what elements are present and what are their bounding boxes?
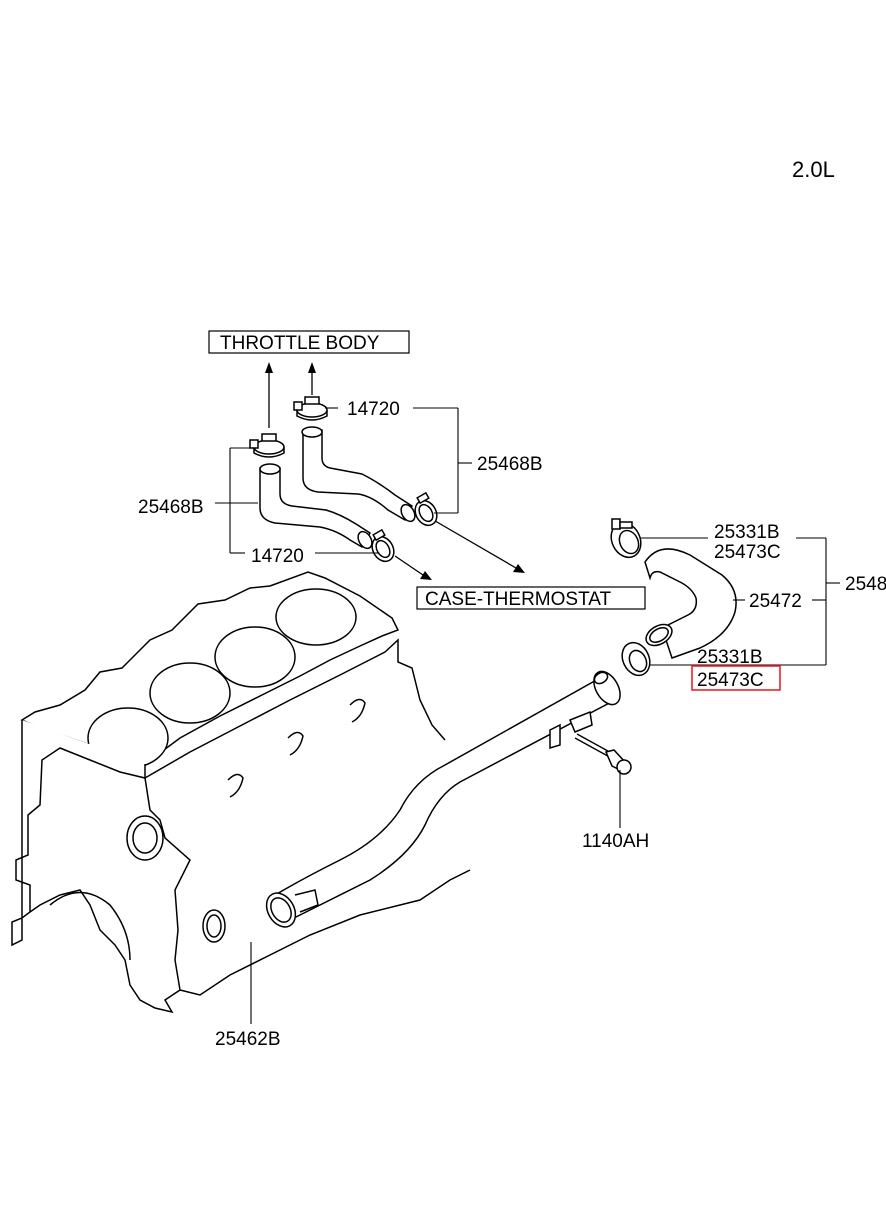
part-label-25473c-top: 25473C [714,542,781,563]
highlight-box [691,665,781,691]
part-label-25472: 25472 [749,591,802,612]
leaders-right [640,537,840,666]
case-thermostat-callout: CASE-THERMOSTAT [416,586,646,610]
clamp-25331b-bottom [621,641,651,677]
clamp-25331b-top [610,518,642,559]
part-label-25331b-top: 25331B [714,522,780,543]
throttle-body-label: THROTTLE BODY [220,333,380,354]
part-label-25473c-bottom: 25473C [697,670,764,691]
hose-25472 [644,548,737,659]
part-label-14720-upper: 14720 [347,399,400,420]
clamp-upper-right-lower [414,491,438,527]
part-label-25462b: 25462B [215,1029,281,1050]
part-label-25468b-right: 25468B [477,454,543,475]
throttle-arrows [265,362,316,428]
pipe-25462b [265,670,621,928]
engine-variant-label: 2.0L [792,157,835,182]
hose-upper-right [301,426,416,523]
part-label-group-2548: 2548 [845,574,886,595]
clamp-lower-left [371,528,395,563]
leaders-upper-right [325,407,472,514]
bolt-1140ah [574,733,632,775]
part-label-25468b-left: 25468B [138,497,204,518]
part-label-14720-lower: 14720 [251,546,304,567]
thermostat-arrows [394,517,525,580]
clamp-top-upper [293,396,328,421]
clamp-top-left [249,433,285,458]
engine-block [11,571,471,1014]
part-label-1140ah: 1140AH [582,831,649,852]
throttle-body-callout: THROTTLE BODY [208,330,410,354]
leaders-lower [250,770,621,1024]
highlighted-part-25473c[interactable]: 25473C [691,665,781,691]
part-label-25331b-bottom: 25331B [697,647,763,668]
hose-upper-left [259,463,373,550]
leaders-upper-left [215,447,378,554]
case-thermostat-label: CASE-THERMOSTAT [425,589,612,610]
